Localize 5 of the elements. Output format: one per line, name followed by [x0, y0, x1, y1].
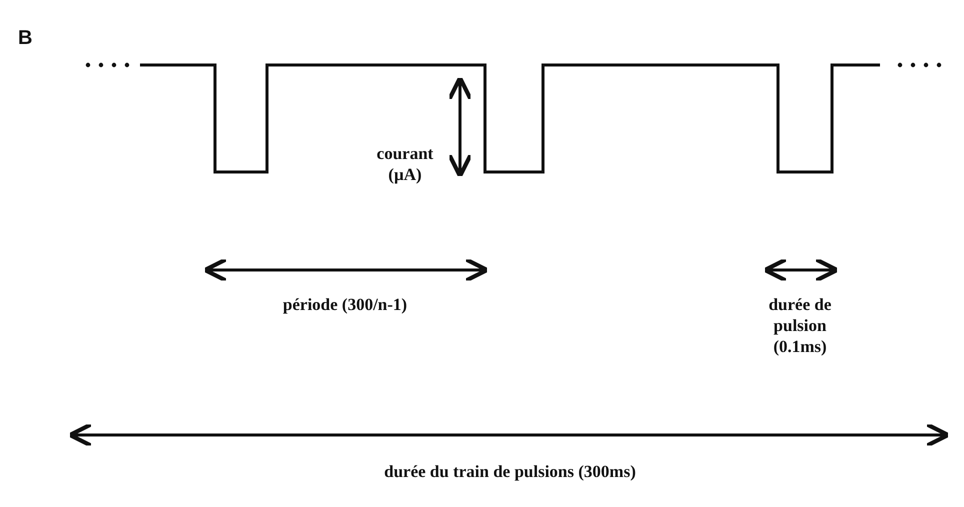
period-label: période (300/n-1) — [282, 294, 408, 315]
amplitude-label: courant (µA) — [376, 143, 434, 185]
pulse-duration-label: durée de pulsion (0.1ms) — [768, 294, 832, 357]
train-duration-label: durée du train de pulsions (300ms) — [383, 461, 637, 482]
panel-letter: B — [18, 28, 34, 49]
